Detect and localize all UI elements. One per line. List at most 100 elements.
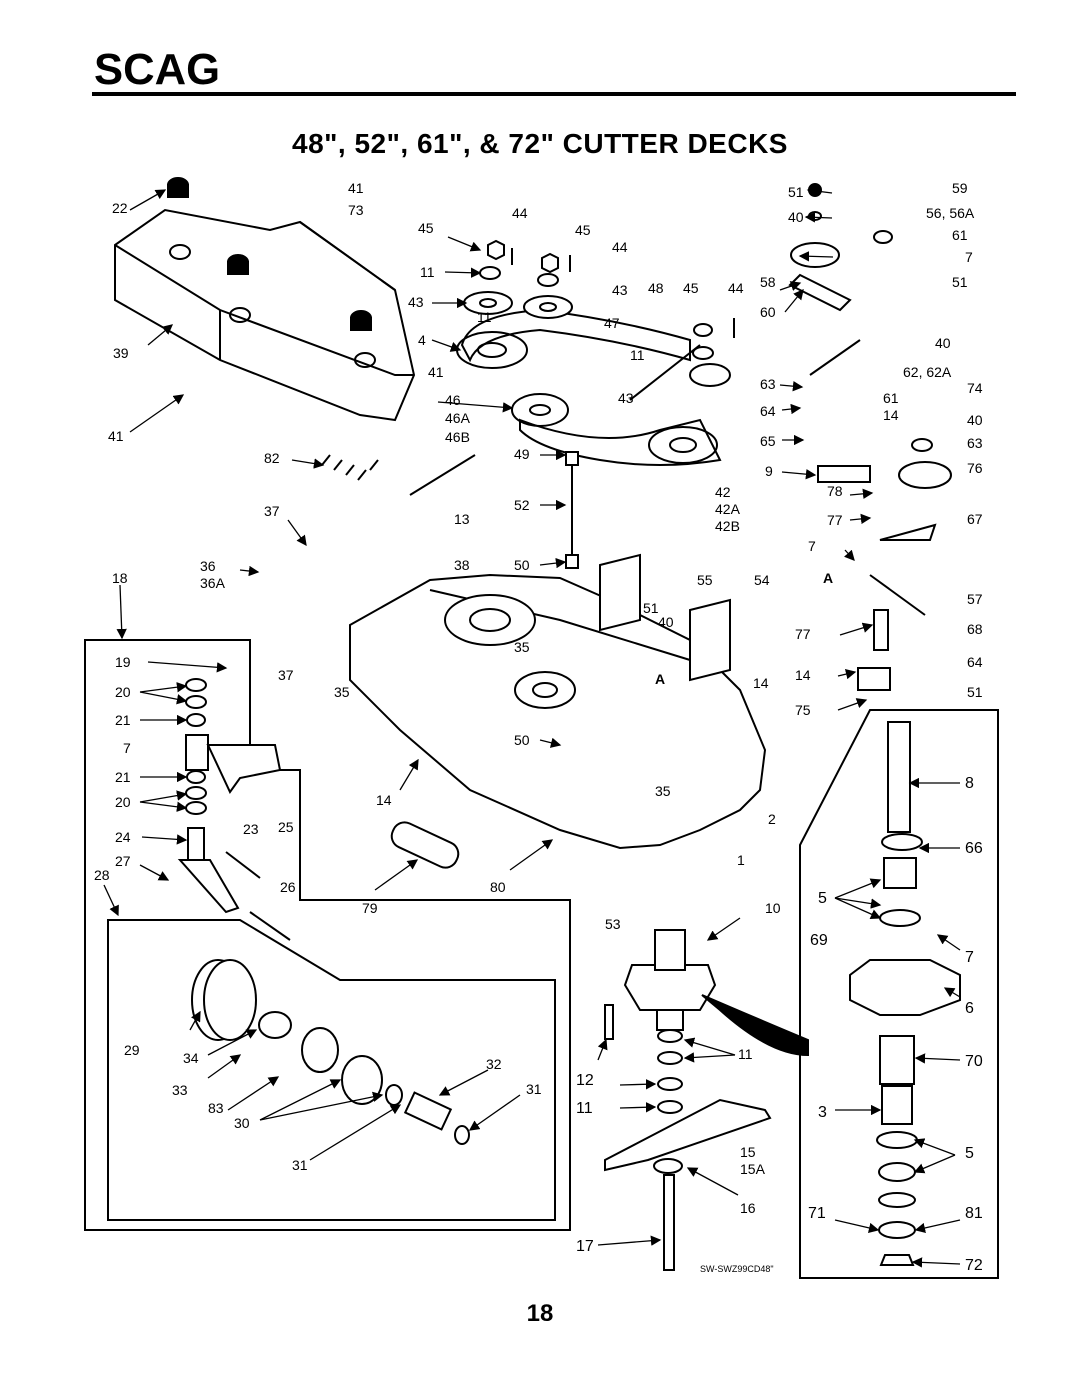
callout-label: 31 xyxy=(292,1157,308,1173)
callout-label: 74 xyxy=(967,380,983,396)
callout-label: 46A xyxy=(445,410,471,426)
callout-label: 53 xyxy=(605,916,621,932)
callout-label: 43 xyxy=(618,390,634,406)
page-title: 48", 52", 61", & 72" CUTTER DECKS xyxy=(292,128,788,159)
callout-label: 48 xyxy=(648,280,664,296)
callout-label: 63 xyxy=(967,435,983,451)
leader-lines xyxy=(103,185,961,1268)
callout-label: 68 xyxy=(967,621,983,637)
callout-label: 20 xyxy=(115,794,131,810)
callout-label: A xyxy=(823,570,833,586)
callout-label: 35 xyxy=(514,639,530,655)
callout-label: 11 xyxy=(738,1046,753,1062)
callout-label: 77 xyxy=(827,512,843,528)
callout-label: 21 xyxy=(115,769,131,785)
callout-label: 25 xyxy=(278,819,294,835)
callout-label: 50 xyxy=(514,732,530,748)
callout-label: 5 xyxy=(818,890,827,907)
callout-label: 5 xyxy=(965,1145,974,1162)
callout-label: 7 xyxy=(965,249,973,265)
callout-label: 66 xyxy=(965,840,983,857)
callout-label: 63 xyxy=(760,376,776,392)
callout-label: 44 xyxy=(728,280,744,296)
callout-label: 32 xyxy=(486,1056,502,1072)
callout-label: 3 xyxy=(818,1104,827,1121)
callout-label: 1 xyxy=(737,852,745,868)
callout-label: 49 xyxy=(514,446,530,462)
callout-label: 80 xyxy=(490,879,506,895)
drawing-code: SW-SWZ99CD48" xyxy=(700,1264,774,1274)
callout-label: 19 xyxy=(115,654,131,670)
callout-label: 35 xyxy=(655,783,671,799)
callout-label: 45 xyxy=(418,220,434,236)
callout-label: 35 xyxy=(334,684,350,700)
callout-label: 73 xyxy=(348,202,364,218)
callout-label: 59 xyxy=(952,180,968,196)
caster-parts xyxy=(177,678,470,1145)
deck-cover xyxy=(114,208,416,422)
callout-label: 51 xyxy=(952,274,968,290)
callout-label: 54 xyxy=(754,572,770,588)
callout-label: 11 xyxy=(477,309,492,325)
hardware-parts xyxy=(321,239,735,569)
deck-shell xyxy=(349,553,767,850)
callout-label: 64 xyxy=(760,403,776,419)
callout-label: 61 xyxy=(952,227,968,243)
callout-label: 82 xyxy=(264,450,280,466)
callout-label: 72 xyxy=(965,1257,983,1274)
callout-label: 30 xyxy=(234,1115,250,1131)
callout-label: 71 xyxy=(808,1205,826,1222)
logo-graphic: SCAG xyxy=(92,44,222,94)
callout-label: 31 xyxy=(526,1081,542,1097)
logo-wordmark: SCAG xyxy=(94,45,220,90)
callout-label: 10 xyxy=(765,900,781,916)
callout-label: 51 xyxy=(967,684,983,700)
callout-label: 8 xyxy=(965,775,974,792)
callout-label: 41 xyxy=(348,180,364,196)
callout-label: 46 xyxy=(445,392,461,408)
callout-label: 34 xyxy=(183,1050,199,1066)
callout-label: 58 xyxy=(760,274,776,290)
callout-label: 41 xyxy=(108,428,124,444)
pulleys-and-belts xyxy=(456,308,731,466)
callout-label: 11 xyxy=(630,347,645,363)
callout-label: 14 xyxy=(883,407,899,423)
blade-spindle-assembly xyxy=(604,929,809,1271)
callout-label: 2 xyxy=(768,811,776,827)
callout-labels: 22 41 73 45 44 45 44 11 43 11 43 48 45 4… xyxy=(94,180,983,1274)
callout-label: 12 xyxy=(576,1072,594,1089)
callout-label: 69 xyxy=(810,932,828,949)
callout-label: 14 xyxy=(795,667,811,683)
callout-label: 51 xyxy=(643,600,659,616)
callout-label: 15A xyxy=(740,1161,766,1177)
callout-label: 11 xyxy=(420,264,435,280)
callout-label: 47 xyxy=(604,315,620,331)
callout-label: 37 xyxy=(278,667,294,683)
callout-label: 56, 56A xyxy=(926,205,975,221)
callout-label: 18 xyxy=(112,570,128,586)
callout-label: 81 xyxy=(965,1205,983,1222)
callout-label: 46B xyxy=(445,429,470,445)
spindle-assembly xyxy=(788,183,961,1266)
frame-lines xyxy=(84,639,999,1279)
callout-label: 62, 62A xyxy=(903,364,952,380)
callout-label: 24 xyxy=(115,829,131,845)
callout-label: 26 xyxy=(280,879,296,895)
callout-label: 42 xyxy=(715,484,731,500)
callout-label: 79 xyxy=(362,900,378,916)
callout-label: 40 xyxy=(967,412,983,428)
callout-label: 57 xyxy=(967,591,983,607)
callout-label: 9 xyxy=(765,463,773,479)
callout-label: 44 xyxy=(612,239,628,255)
callout-label: 55 xyxy=(697,572,713,588)
callout-label: 43 xyxy=(408,294,424,310)
callout-label: 40 xyxy=(935,335,951,351)
callout-label: 27 xyxy=(115,853,131,869)
header-rule xyxy=(92,92,1016,96)
callout-label: 11 xyxy=(576,1100,593,1117)
scag-logo: SCAG xyxy=(92,44,222,94)
callout-label: 28 xyxy=(94,867,110,883)
callout-label: 39 xyxy=(113,345,129,361)
callout-label: A xyxy=(655,671,665,687)
page-number: 18 xyxy=(526,1300,554,1327)
